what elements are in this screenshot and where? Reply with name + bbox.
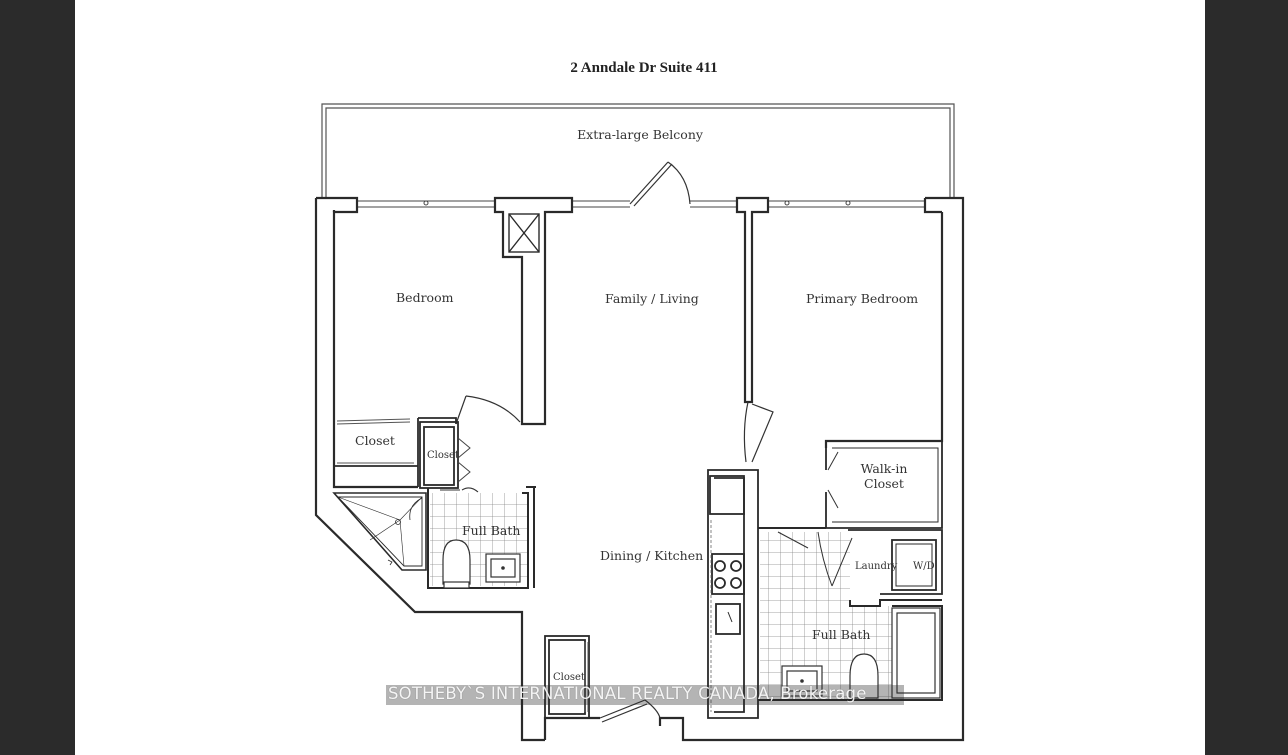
wd-label: W/D	[913, 561, 935, 572]
laundry-room	[848, 529, 943, 595]
small-closet-label: Closet	[427, 450, 459, 461]
floorplan-page	[75, 0, 1205, 755]
walkin-closet-label-line2: Closet	[864, 476, 904, 491]
laundry-door	[777, 531, 853, 587]
small-closet	[419, 421, 459, 489]
window-line	[357, 200, 925, 208]
right-full-bath-label: Full Bath	[812, 627, 871, 642]
balcony-door	[629, 161, 691, 207]
walkin-closet-door	[827, 451, 839, 509]
exterior-walls	[314, 196, 965, 742]
small-closet-doors	[457, 437, 471, 483]
left-bath-door	[440, 487, 479, 493]
dining-kitchen-label: Dining / Kitchen	[600, 548, 704, 563]
right-bath	[758, 527, 943, 701]
kitchen-counter	[707, 469, 759, 719]
laundry-label: Laundry	[855, 561, 898, 572]
bedroom-door	[455, 395, 521, 425]
entry-closet-label: Closet	[553, 672, 585, 683]
left-bath-fixtures	[442, 539, 521, 589]
family-living-label: Family / Living	[605, 291, 699, 306]
document-title: 2 Anndale Dr Suite 411	[570, 60, 718, 76]
entry-closet-doors	[584, 642, 589, 712]
watermark-band	[386, 685, 904, 705]
walkin-closet-label-line1: Walk-in	[860, 461, 908, 476]
walkin-closet	[825, 441, 943, 529]
closet-sliding-doors	[336, 418, 414, 464]
shower	[332, 492, 427, 571]
left-full-bath-label: Full Bath	[462, 523, 521, 538]
primary-bedroom-label: Primary Bedroom	[806, 291, 919, 306]
watermark-text: SOTHEBY`S INTERNATIONAL REALTY CANADA, B…	[388, 684, 867, 703]
shaft	[508, 213, 540, 253]
balcony-label: Extra-large Belcony	[577, 127, 703, 142]
right-bath-fixtures	[781, 607, 941, 699]
entry-door	[599, 699, 661, 723]
bedroom-closet-label: Closet	[355, 433, 395, 448]
primary-bedroom-door	[743, 401, 774, 463]
balcony-outline	[321, 103, 955, 198]
bedroom-label: Bedroom	[396, 290, 454, 305]
